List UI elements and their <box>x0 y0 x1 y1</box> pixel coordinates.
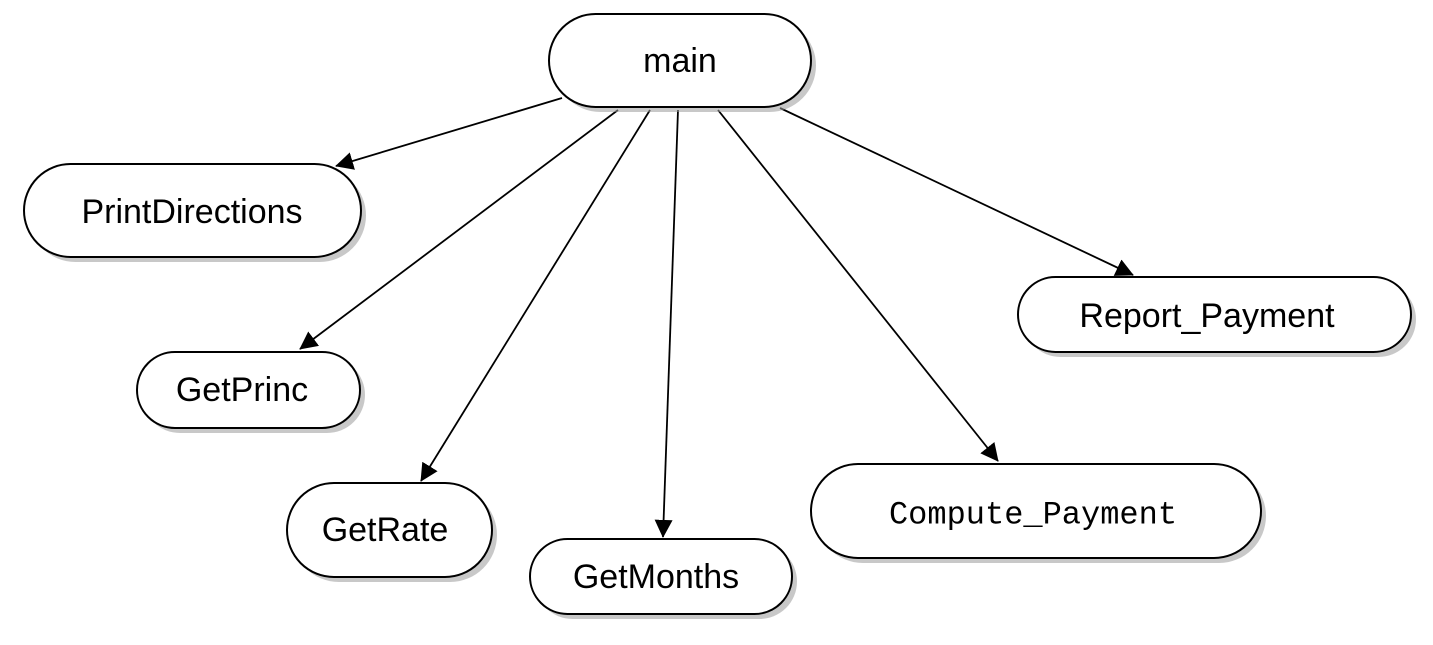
node-main: main <box>548 13 816 112</box>
node-getmonths-label: GetMonths <box>573 558 739 596</box>
node-report-payment-label: Report_Payment <box>1079 297 1335 335</box>
node-main-label: main <box>643 42 717 80</box>
nodes: main PrintDirections GetPrinc GetRate Ge… <box>23 13 1416 619</box>
node-compute-payment: Compute_Payment <box>810 463 1266 563</box>
edge-main-to-printdirections <box>335 97 563 170</box>
node-getprinc-label: GetPrinc <box>176 371 308 409</box>
edge-main-to-getprinc <box>299 109 619 350</box>
edge-main-to-getrate <box>420 109 651 482</box>
edge-main-to-getmonths <box>654 109 679 538</box>
node-printdirections-label: PrintDirections <box>81 193 302 231</box>
node-getprinc: GetPrinc <box>136 351 365 433</box>
node-report-payment: Report_Payment <box>1017 276 1416 357</box>
node-compute-payment-label: Compute_Payment <box>889 497 1177 534</box>
node-printdirections: PrintDirections <box>23 163 366 262</box>
edge-main-to-report-payment <box>779 107 1134 276</box>
node-getmonths: GetMonths <box>529 538 797 619</box>
edges <box>299 97 1134 538</box>
edge-main-to-compute-payment <box>717 109 999 462</box>
node-getrate: GetRate <box>286 482 497 582</box>
node-getrate-label: GetRate <box>322 511 449 549</box>
